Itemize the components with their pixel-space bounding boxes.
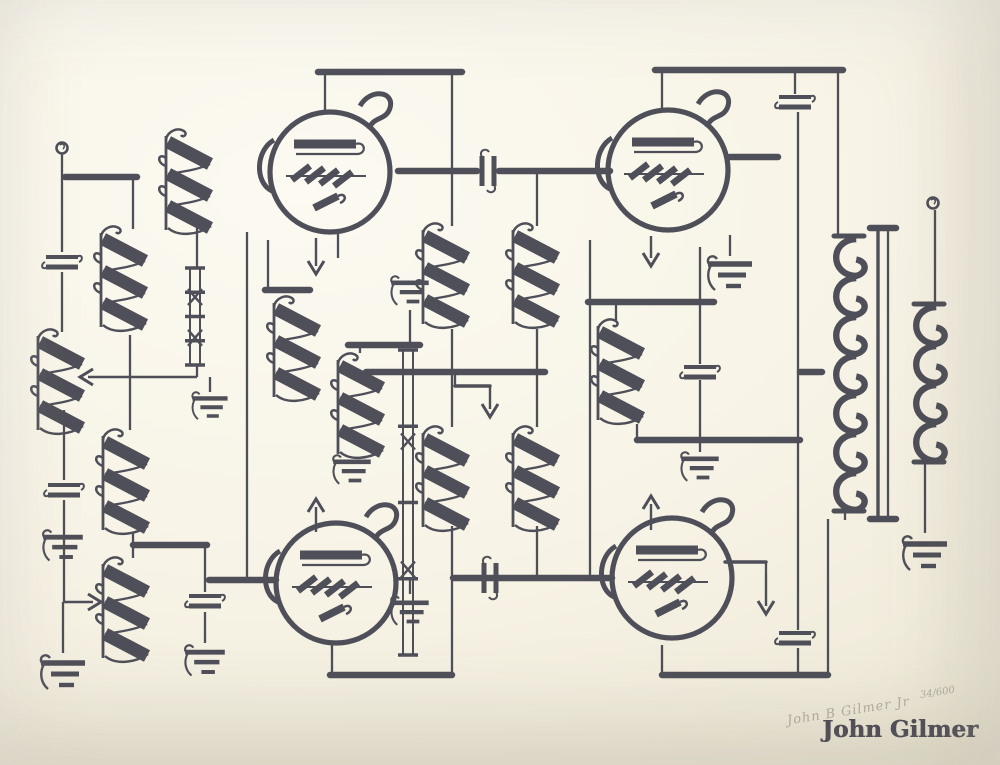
- arrow-head: [306, 496, 326, 513]
- arrow-head: [641, 252, 661, 269]
- resistor: [96, 429, 148, 533]
- capacitor: [680, 366, 720, 378]
- signature-block: John B Gilmer Jr 34/600 John Gilmer: [770, 684, 990, 751]
- coil-loop: [836, 239, 864, 276]
- ground-symbol: [708, 256, 752, 290]
- capacitor: [481, 150, 495, 193]
- current-arrow: [480, 386, 500, 420]
- resistor: [94, 226, 146, 330]
- resistor: [591, 319, 643, 423]
- ground-symbol: [43, 530, 83, 560]
- capacitor: [44, 484, 84, 496]
- capacitor: [42, 256, 82, 268]
- ground-symbol: [681, 452, 718, 481]
- variable-resistor: [31, 329, 83, 433]
- current-arrow: [306, 496, 326, 532]
- ground-symbol: [903, 536, 947, 570]
- variable-resistor: [96, 557, 148, 661]
- current-arrow: [641, 236, 661, 269]
- ground-symbol: [185, 645, 225, 675]
- resistor: [416, 426, 468, 530]
- current-arrow: [63, 592, 104, 612]
- coil-loop: [836, 434, 864, 471]
- printed-signature: John Gilmer: [822, 716, 978, 743]
- capacitor: [775, 632, 815, 644]
- current-arrow: [756, 574, 776, 617]
- vacuum-tube: [259, 94, 390, 232]
- resistor: [506, 223, 558, 327]
- arrow-head: [641, 493, 661, 510]
- ladder-bowtie: [400, 560, 416, 579]
- resistor: [159, 129, 211, 233]
- coil-loop: [916, 424, 944, 461]
- ladder-element: [185, 266, 205, 367]
- current-arrow: [306, 238, 326, 277]
- coil-end-bracket: [831, 233, 867, 514]
- coil-loop: [916, 385, 944, 422]
- ground-symbol: [41, 655, 85, 689]
- vacuum-tube: [265, 505, 396, 643]
- coil-loop: [836, 317, 864, 354]
- ladder-element: [398, 348, 418, 657]
- resistor: [267, 296, 319, 400]
- current-arrow: [77, 367, 197, 387]
- ground-symbol: [192, 392, 227, 419]
- coil-loop: [836, 278, 864, 315]
- current-arrow: [641, 493, 661, 530]
- coil-loop: [836, 473, 864, 510]
- terminal-dot: [926, 196, 940, 210]
- vacuum-tube: [597, 92, 728, 230]
- transformer-primary-coil: [831, 233, 867, 514]
- ladder-bowtie: [187, 288, 203, 306]
- arrow-head: [756, 600, 776, 617]
- capacitor: [185, 595, 225, 607]
- resistor: [416, 223, 468, 327]
- ladder-bowtie: [187, 329, 203, 347]
- vacuum-tube: [601, 500, 732, 638]
- coil-loop: [836, 356, 864, 393]
- coil-loop: [916, 307, 944, 344]
- arrow-head: [77, 367, 94, 387]
- coil-end-bracket: [911, 301, 947, 465]
- ground-symbol: [391, 596, 428, 625]
- arrow-head: [87, 592, 104, 612]
- resistor: [506, 426, 558, 530]
- transformer-secondary-coil: [911, 301, 947, 465]
- ladder-bowtie: [400, 432, 416, 451]
- ground-symbol: [333, 455, 370, 484]
- coil-loop: [836, 395, 864, 432]
- arrow-head: [306, 260, 326, 277]
- terminal-dot: [55, 141, 69, 155]
- arrow-head: [480, 403, 500, 420]
- capacitor: [775, 96, 815, 108]
- coil-loop: [916, 346, 944, 383]
